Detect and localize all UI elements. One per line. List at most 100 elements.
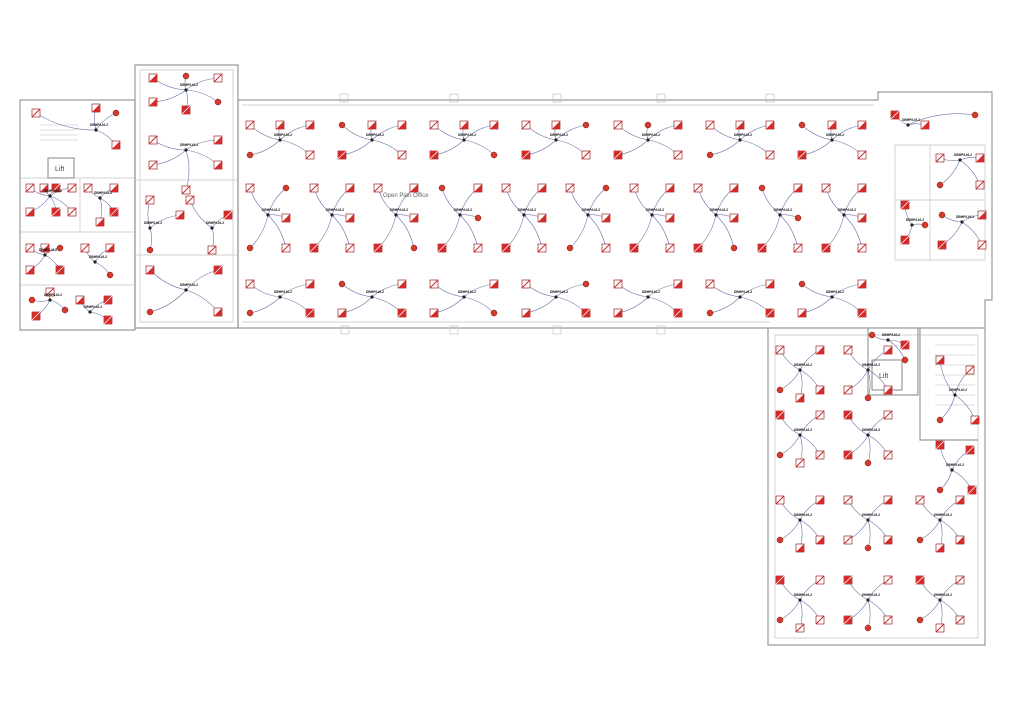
luminaire-icon	[55, 265, 65, 275]
luminaire-icon	[673, 120, 683, 130]
circuit-tag: DBHP/Lt/L2	[862, 593, 880, 597]
luminaire-icon	[103, 295, 113, 305]
circuit-tag: DBHP/Lt/L2	[390, 208, 408, 212]
sensor-icon	[474, 214, 482, 222]
luminaire-icon	[937, 240, 947, 250]
junction-hub-icon	[330, 213, 334, 217]
luminaire-icon	[965, 365, 975, 375]
junction-hub-icon	[370, 138, 374, 142]
junction-hub-icon	[184, 88, 188, 92]
circuit-tag: DBHP/Lt/L2	[954, 153, 972, 157]
luminaire-icon	[629, 183, 639, 193]
luminaire-icon	[935, 355, 945, 365]
luminaire-icon	[175, 210, 185, 220]
luminaire-icon	[473, 183, 483, 193]
junction-hub-icon	[462, 138, 466, 142]
circuit-tag: DBHP/Lt/L2	[734, 290, 752, 294]
luminaire-icon	[109, 183, 119, 193]
luminaire-icon	[757, 243, 767, 253]
junction-hub-icon	[798, 598, 802, 602]
cable-run	[459, 214, 479, 249]
luminaire-icon	[337, 150, 347, 160]
circuit-tag: DBHP/Lt/L2	[734, 133, 752, 137]
luminaire-icon	[977, 240, 987, 250]
luminaire-icon	[975, 153, 985, 163]
luminaire-icon	[111, 140, 121, 150]
luminaire-icon	[775, 345, 785, 355]
junction-hub-icon	[830, 295, 834, 299]
luminaire-icon	[145, 265, 155, 275]
sensor-icon	[971, 111, 979, 119]
cable-run	[149, 289, 187, 313]
cable-run	[739, 139, 771, 156]
sensor-icon	[864, 459, 872, 467]
cable-run	[569, 214, 589, 249]
luminaire-icon	[213, 160, 223, 170]
luminaire-icon	[31, 108, 41, 118]
sensor-icon	[438, 184, 446, 192]
junction-hub-icon	[798, 433, 802, 437]
luminaire-icon	[765, 150, 775, 160]
cable-run	[341, 296, 373, 314]
circuit-tag: DBHP/Lt/L2	[89, 255, 107, 259]
junction-hub-icon	[88, 310, 92, 314]
sensor-icon	[936, 486, 944, 494]
cable-run	[395, 214, 415, 249]
luminaire-icon	[843, 450, 853, 460]
junction-hub-icon	[210, 226, 214, 230]
cable-run	[371, 296, 403, 314]
luminaire-icon	[975, 180, 985, 190]
circuit-tag: DBHP/Lt/L2	[206, 221, 224, 225]
sensor-icon	[776, 536, 784, 544]
circuit-tag: DBHP/Lt/L2	[458, 133, 476, 137]
luminaire-icon	[437, 243, 447, 253]
luminaire-icon	[501, 183, 511, 193]
luminaire-icon	[857, 150, 867, 160]
luminaire-icon	[821, 183, 831, 193]
room-label-open-plan: Open Plan Office	[383, 193, 429, 199]
luminaire-icon	[965, 445, 975, 455]
luminaire-icon	[601, 213, 611, 223]
sensor-icon	[644, 121, 652, 129]
cable-run	[647, 139, 679, 156]
cable-run	[95, 112, 117, 131]
luminaire-icon	[883, 450, 893, 460]
circuit-tag: DBHP/Lt/L2	[582, 208, 600, 212]
sensor-icon	[798, 280, 806, 288]
sensor-icon	[410, 244, 418, 252]
luminaire-icon	[345, 243, 355, 253]
luminaire-icon	[705, 279, 715, 289]
luminaire-icon	[915, 575, 925, 585]
lift-label-east: Lift	[879, 373, 888, 380]
luminaire-icon	[815, 615, 825, 625]
luminaire-icon	[821, 243, 831, 253]
luminaire-icon	[843, 385, 853, 395]
sensor-icon	[776, 451, 784, 459]
luminaire-icon	[213, 265, 223, 275]
fixtures-layer	[25, 72, 987, 633]
junction-hub-icon	[866, 598, 870, 602]
sensor-icon	[214, 98, 222, 106]
luminaire-icon	[665, 183, 675, 193]
cable-run	[647, 296, 679, 314]
cable-run	[505, 214, 525, 249]
sensor-icon	[106, 271, 114, 279]
circuit-tag: DBHP/Lt/L2	[550, 133, 568, 137]
sensor-icon	[776, 386, 784, 394]
luminaire-icon	[883, 345, 893, 355]
luminaire-icon	[935, 543, 945, 553]
luminaire-icon	[537, 213, 547, 223]
luminaire-icon	[51, 207, 61, 217]
cable-run	[939, 394, 956, 421]
circuit-tag: DBHP/Lt/L2	[274, 133, 292, 137]
sensor-icon	[868, 331, 876, 339]
circuit-tag: DBHP/Lt/L2	[326, 208, 344, 212]
luminaire-icon	[103, 315, 113, 325]
cable-run	[377, 214, 397, 249]
cable-run	[279, 139, 311, 156]
junction-hub-icon	[798, 518, 802, 522]
luminaire-icon	[80, 243, 90, 253]
luminaire-icon	[915, 495, 925, 505]
luminaire-icon	[581, 150, 591, 160]
luminaire-icon	[473, 243, 483, 253]
